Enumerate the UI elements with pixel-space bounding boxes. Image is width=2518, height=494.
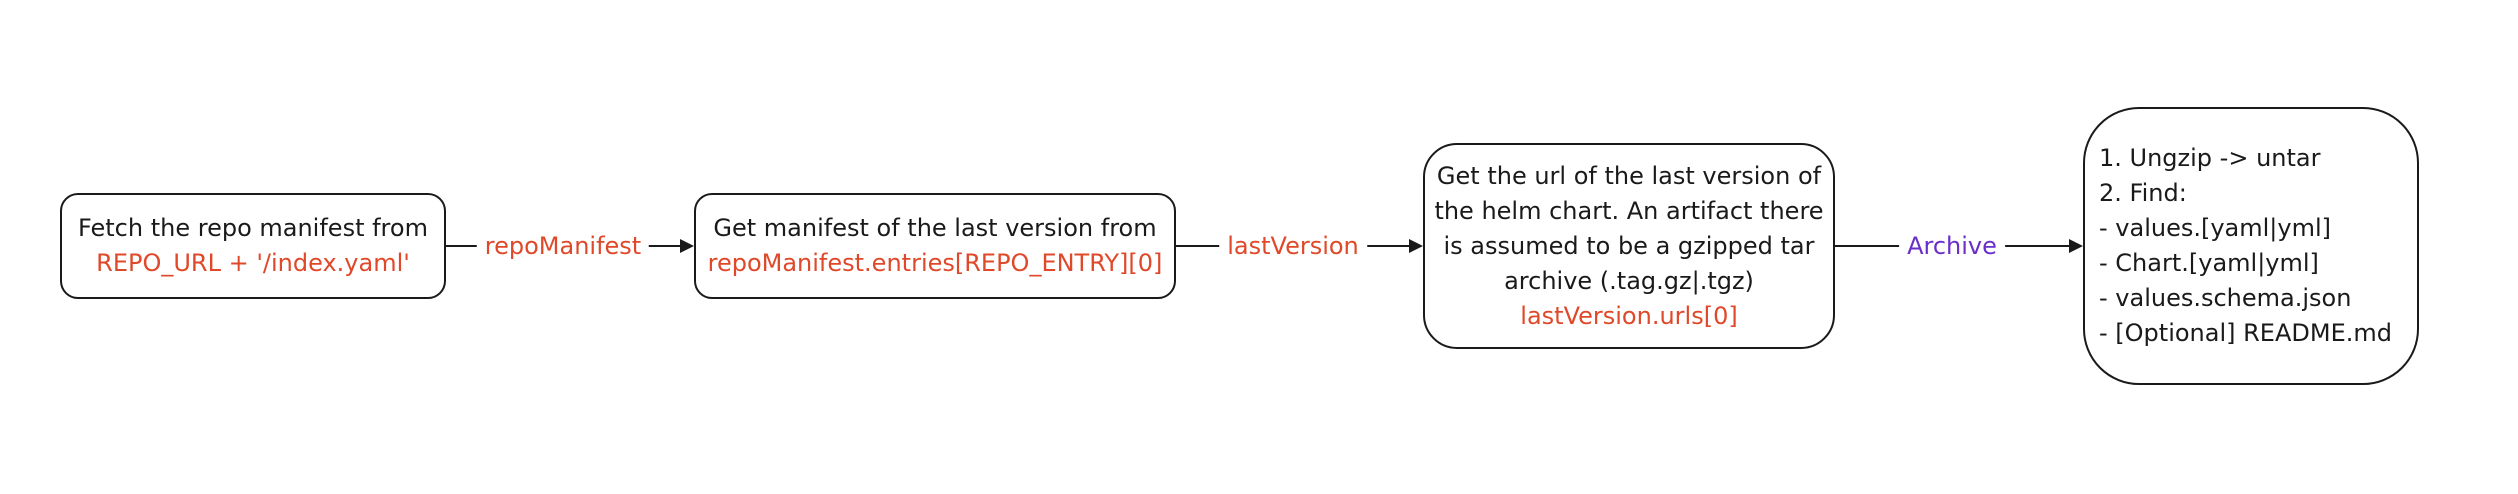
node-fetch-manifest: Fetch the repo manifest from REPO_URL + … [60, 193, 446, 299]
node-text-line: Get the url of the last version of [1436, 161, 1822, 190]
node-code-line: REPO_URL + '/index.yaml' [96, 249, 410, 277]
edge-label-archive: Archive [1899, 231, 2005, 261]
node-text-line: archive (.tag.gz|.tgz) [1504, 266, 1754, 295]
arrow-head-icon [2069, 239, 2083, 253]
node-list-item: - [Optional] README.md [2099, 319, 2392, 347]
edge-label-repo-manifest: repoManifest [476, 231, 650, 261]
arrow-head-icon [680, 239, 694, 253]
node-extract-archive: 1. Ungzip -> untar 2. Find: - values.[ya… [2083, 107, 2419, 385]
node-get-chart-url: Get the url of the last version of the h… [1423, 143, 1835, 349]
node-list-item: - values.[yaml|yml] [2099, 214, 2331, 242]
node-list-item: - values.schema.json [2099, 284, 2352, 312]
node-get-last-version-manifest: Get manifest of the last version from re… [694, 193, 1176, 299]
arrow-head-icon [1409, 239, 1423, 253]
node-list-item: - Chart.[yaml|yml] [2099, 249, 2319, 277]
node-code-line: lastVersion.urls[0] [1520, 301, 1738, 330]
node-code-line: repoManifest.entries[REPO_ENTRY][0] [707, 249, 1163, 277]
edge-label-last-version: lastVersion [1219, 231, 1367, 261]
node-text-line: Fetch the repo manifest from [78, 214, 428, 242]
node-list-item: 1. Ungzip -> untar [2099, 144, 2321, 172]
node-text-line: Get manifest of the last version from [713, 214, 1157, 242]
node-list-item: 2. Find: [2099, 179, 2187, 207]
node-text-line: is assumed to be a gzipped tar [1443, 231, 1815, 260]
node-text-line: the helm chart. An artifact there [1434, 196, 1824, 225]
